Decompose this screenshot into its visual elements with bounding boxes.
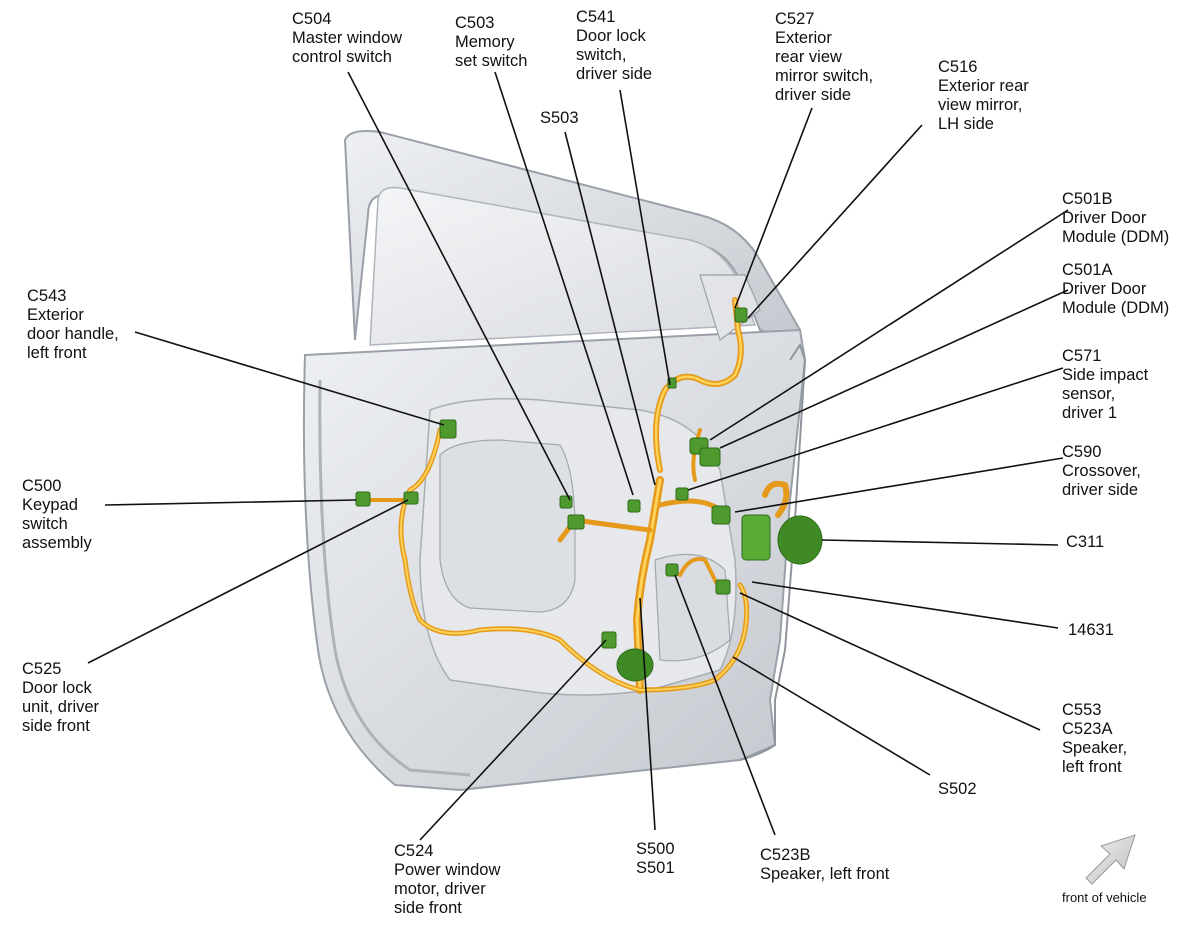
callout-14631: 14631 bbox=[1068, 621, 1114, 639]
front-of-vehicle-label: front of vehicle bbox=[1062, 890, 1147, 905]
door-inner-panel bbox=[302, 274, 807, 792]
front-of-vehicle-arrow-icon bbox=[1085, 834, 1136, 885]
callout-c311: C311 bbox=[1066, 533, 1105, 551]
leader-lines bbox=[87, 71, 1069, 841]
callout-s503: S503 bbox=[540, 109, 579, 127]
callout-s502: S502 bbox=[938, 780, 977, 798]
wiring-harness bbox=[368, 297, 790, 694]
